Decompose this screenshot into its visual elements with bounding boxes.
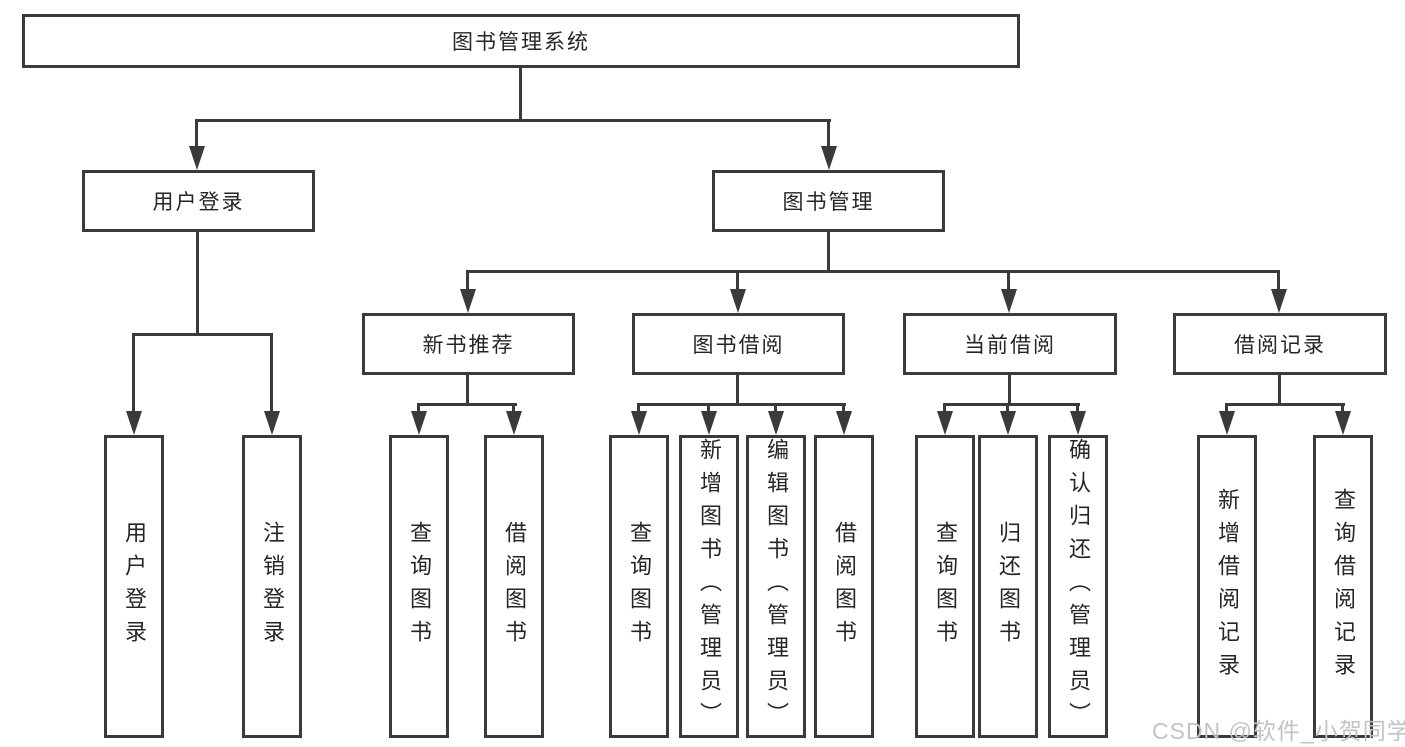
leaf-query-books-borrowing: 查询图书: [609, 435, 669, 738]
arrow-down-icon: [189, 146, 205, 170]
connector-line: [1008, 373, 1011, 406]
connector-line: [842, 403, 845, 413]
connector-line: [270, 333, 273, 413]
connector-line: [1341, 403, 1344, 413]
connector-line: [466, 373, 469, 406]
arrow-down-icon: [821, 146, 837, 170]
connector-line: [466, 270, 1280, 273]
connector-line: [132, 333, 135, 413]
arrow-down-icon: [1070, 411, 1086, 435]
leaf-confirm-return-admin: 确认归还（管理员）: [1048, 435, 1108, 738]
connector-line: [736, 373, 739, 406]
leaf-query-books-current: 查询图书: [915, 435, 975, 738]
connector-line: [519, 66, 522, 121]
csdn-watermark: CSDN @软件_小贺同学: [1152, 718, 1405, 744]
node-borrowing-records: 借阅记录: [1173, 313, 1387, 375]
node-book-management: 图书管理: [712, 170, 945, 232]
connector-line: [943, 403, 946, 413]
connector-line: [195, 119, 831, 122]
node-user-login: 用户登录: [82, 170, 315, 232]
arrow-down-icon: [631, 411, 647, 435]
arrow-down-icon: [701, 411, 717, 435]
connector-line: [827, 230, 830, 273]
connector-line: [512, 403, 515, 413]
connector-line: [1007, 270, 1010, 291]
connector-line: [707, 403, 710, 413]
arrow-down-icon: [1000, 411, 1016, 435]
node-new-book-recommendation: 新书推荐: [362, 313, 575, 375]
arrow-down-icon: [730, 289, 746, 313]
arrow-down-icon: [126, 411, 142, 435]
leaf-user-login: 用户登录: [104, 435, 164, 738]
connector-line: [417, 403, 517, 406]
leaf-add-borrow-record: 新增借阅记录: [1197, 435, 1257, 738]
arrow-down-icon: [506, 411, 522, 435]
leaf-borrow-books-recommend: 借阅图书: [484, 435, 544, 738]
leaf-return-books: 归还图书: [978, 435, 1038, 738]
connector-line: [774, 403, 777, 413]
connector-line: [195, 119, 198, 149]
connector-line: [466, 270, 469, 291]
leaf-borrow-books-borrowing: 借阅图书: [814, 435, 874, 738]
leaf-query-books-recommend: 查询图书: [389, 435, 449, 738]
node-current-borrowing: 当前借阅: [903, 313, 1117, 375]
arrow-down-icon: [937, 411, 953, 435]
connector-line: [943, 403, 1080, 406]
connector-line: [637, 403, 640, 413]
leaf-edit-book-admin: 编辑图书（管理员）: [746, 435, 806, 738]
arrow-down-icon: [1271, 289, 1287, 313]
arrow-down-icon: [411, 411, 427, 435]
leaf-logout: 注销登录: [242, 435, 302, 738]
arrow-down-icon: [768, 411, 784, 435]
connector-line: [1076, 403, 1079, 413]
arrow-down-icon: [264, 411, 280, 435]
arrow-down-icon: [1219, 411, 1235, 435]
arrow-down-icon: [836, 411, 852, 435]
node-library-management-system: 图书管理系统: [22, 14, 1020, 68]
leaf-query-borrow-record: 查询借阅记录: [1313, 435, 1373, 738]
leaf-add-book-admin: 新增图书（管理员）: [679, 435, 739, 738]
connector-line: [132, 333, 273, 336]
connector-line: [417, 403, 420, 413]
arrow-down-icon: [1001, 289, 1017, 313]
connector-line: [1225, 403, 1345, 406]
connector-line: [196, 230, 199, 336]
connector-line: [827, 119, 830, 149]
connector-line: [1277, 270, 1280, 291]
connector-line: [1278, 373, 1281, 406]
connector-line: [1225, 403, 1228, 413]
arrow-down-icon: [1335, 411, 1351, 435]
node-book-borrowing: 图书借阅: [632, 313, 845, 375]
arrow-down-icon: [460, 289, 476, 313]
connector-line: [736, 270, 739, 291]
connector-line: [637, 403, 846, 406]
connector-line: [1006, 403, 1009, 413]
